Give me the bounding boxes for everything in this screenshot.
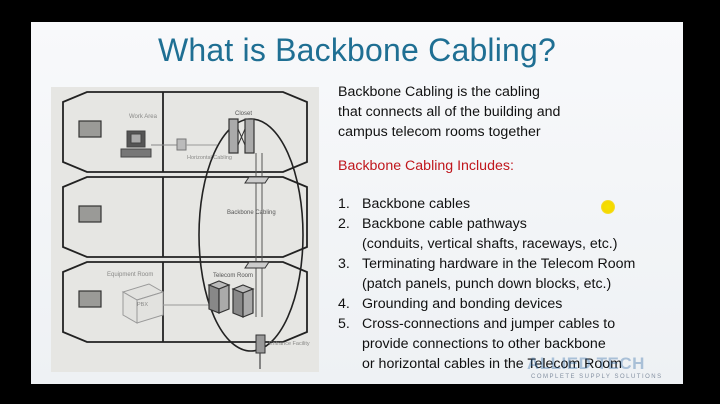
- intro-line: campus telecom rooms together: [338, 124, 541, 140]
- window-middle: [78, 205, 102, 223]
- list-item-text: Backbone cable pathways: [362, 216, 527, 232]
- wall-outlet-icon: [176, 138, 187, 151]
- floor-penetration-bottom: [244, 261, 270, 269]
- list-item-text: Cross-connections and jumper cables to: [362, 316, 616, 332]
- list-item: 1. Backbone cables: [338, 194, 678, 214]
- list-number: 1.: [338, 196, 350, 212]
- list-item: 4. Grounding and bonding devices: [338, 294, 678, 314]
- backbone-ellipse: [198, 118, 304, 352]
- closet-rack-left: [228, 118, 239, 154]
- computer-icon: [120, 130, 152, 158]
- presentation-slide: What is Backbone Cabling?: [31, 22, 683, 384]
- list-item-subtext: or horizontal cables in the Telecom Room: [362, 356, 622, 372]
- logo-name: ALLIED TECH: [527, 354, 645, 373]
- list-item: 3. Terminating hardware in the Telecom R…: [338, 254, 678, 294]
- window-top: [78, 120, 102, 138]
- closet-rack-right: [244, 118, 255, 154]
- label-horizontal-cabling: Horizontal Cabling: [187, 155, 232, 161]
- label-telecom-room: Telecom Room: [213, 273, 253, 279]
- list-item-subtext: provide connections to other backbone: [362, 336, 606, 352]
- label-equipment-room: Equipment Room: [107, 272, 153, 278]
- label-backbone-cabling: Backbone Cabling: [227, 210, 276, 216]
- floor-bottom-outline: [62, 261, 308, 343]
- telecom-cabinet-left: [207, 280, 231, 314]
- entrance-facility-box: [255, 334, 266, 354]
- list-item-text: Grounding and bonding devices: [362, 296, 563, 312]
- list-number: 5.: [338, 316, 350, 332]
- list-item-text: Terminating hardware in the Telecom Room: [362, 256, 636, 272]
- includes-list: 1. Backbone cables 2. Backbone cable pat…: [338, 194, 678, 374]
- intro-paragraph: Backbone Cabling is the cabling that con…: [338, 82, 678, 142]
- label-pbx: PBX: [137, 302, 148, 308]
- list-item-subtext: (conduits, vertical shafts, raceways, et…: [362, 236, 618, 252]
- label-work-area: Work Area: [129, 114, 158, 120]
- building-diagram-svg: Work Area Horizontal Cabling Closet Back…: [62, 91, 310, 369]
- list-number: 4.: [338, 296, 350, 312]
- window-bottom: [78, 290, 102, 308]
- backbone-diagram: Work Area Horizontal Cabling Closet Back…: [51, 87, 319, 372]
- list-item-text: Backbone cables: [362, 196, 471, 212]
- label-closet: Closet: [235, 111, 252, 117]
- includes-heading: Backbone Cabling Includes:: [338, 158, 514, 174]
- slide-text: Backbone Cabling is the cabling that con…: [338, 82, 678, 374]
- telecom-cabinet-right: [231, 284, 255, 318]
- watermark-logo: ALLIED TECH COMPLETE SUPPLY SOLUTIONS: [527, 354, 683, 384]
- list-number: 2.: [338, 216, 350, 232]
- list-item: 2. Backbone cable pathways (conduits, ve…: [338, 214, 678, 254]
- slide-title: What is Backbone Cabling?: [157, 32, 557, 68]
- floor-top-outline: [62, 91, 308, 173]
- list-item-subtext: (patch panels, punch down blocks, etc.): [362, 276, 612, 292]
- floor-middle-outline: [62, 176, 308, 258]
- label-entrance-facility: Entrance Facility: [269, 341, 310, 347]
- laser-pointer-icon: [601, 200, 615, 214]
- list-number: 3.: [338, 256, 350, 272]
- intro-line: that connects all of the building and: [338, 104, 561, 120]
- floor-penetration-top: [244, 176, 270, 184]
- logo-tagline: COMPLETE SUPPLY SOLUTIONS: [531, 374, 663, 380]
- intro-line: Backbone Cabling is the cabling: [338, 84, 540, 100]
- pbx-cabinet-icon: [121, 283, 165, 324]
- list-item: 5. Cross-connections and jumper cables t…: [338, 314, 678, 374]
